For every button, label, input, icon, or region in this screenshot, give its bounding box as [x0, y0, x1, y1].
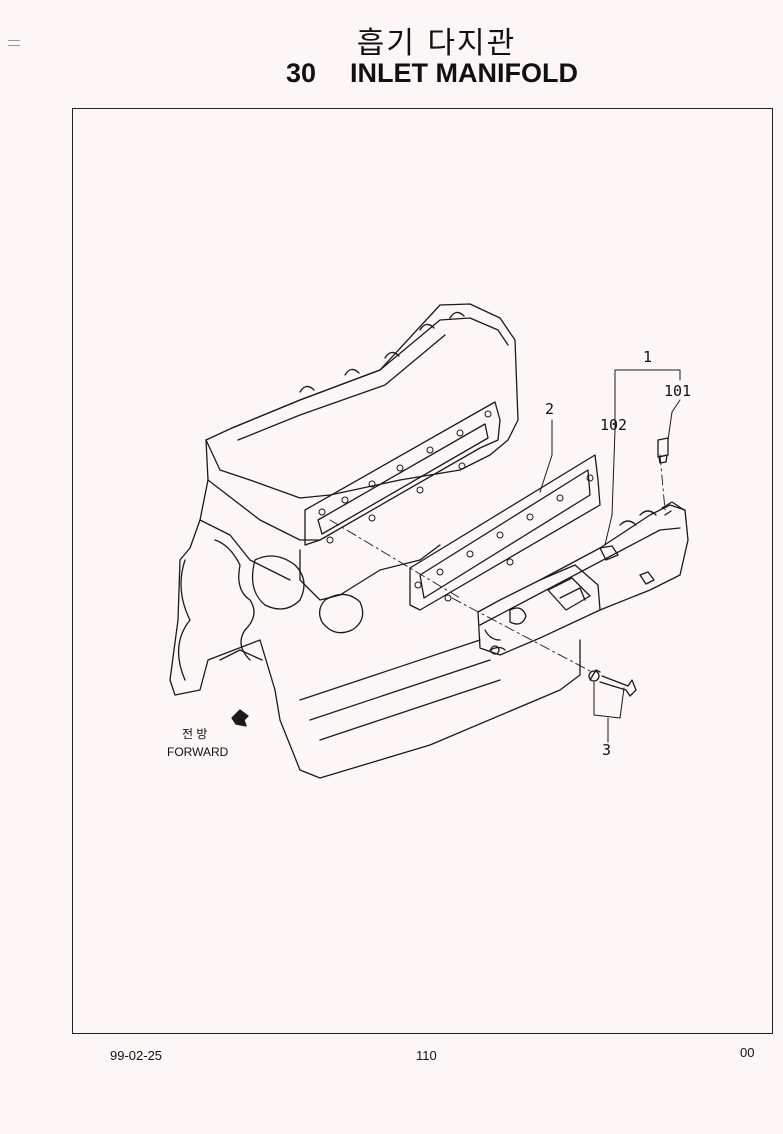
revision-number: 00 [740, 1045, 755, 1060]
callout-101: 101 [664, 382, 691, 400]
callout-2: 2 [545, 400, 554, 418]
scan-edge-marks [8, 40, 20, 50]
direction-forward: FORWARD [167, 745, 229, 759]
inlet-manifold-part-1 [477, 501, 689, 656]
footer-date: 99-02-25 [110, 1048, 163, 1063]
section-title: INLET MANIFOLD [350, 58, 578, 88]
drawing-frame [72, 108, 773, 1034]
page-number: 110 [416, 1048, 437, 1063]
leader-lines [539, 369, 681, 743]
direction-korean: 전 방 [182, 727, 207, 741]
callout-102: 102 [600, 416, 627, 434]
alignment-lines [329, 454, 666, 673]
section-number: 30 [286, 58, 317, 88]
gasket-part-2 [409, 454, 601, 611]
plug-part-101 [657, 437, 669, 464]
forward-arrow-icon [231, 709, 249, 727]
bolt-part-3 [588, 669, 637, 697]
korean-title: 흡기 다지관 [356, 26, 517, 61]
callout-1: 1 [643, 348, 652, 366]
engine-block [169, 303, 581, 779]
callout-3: 3 [602, 741, 611, 759]
